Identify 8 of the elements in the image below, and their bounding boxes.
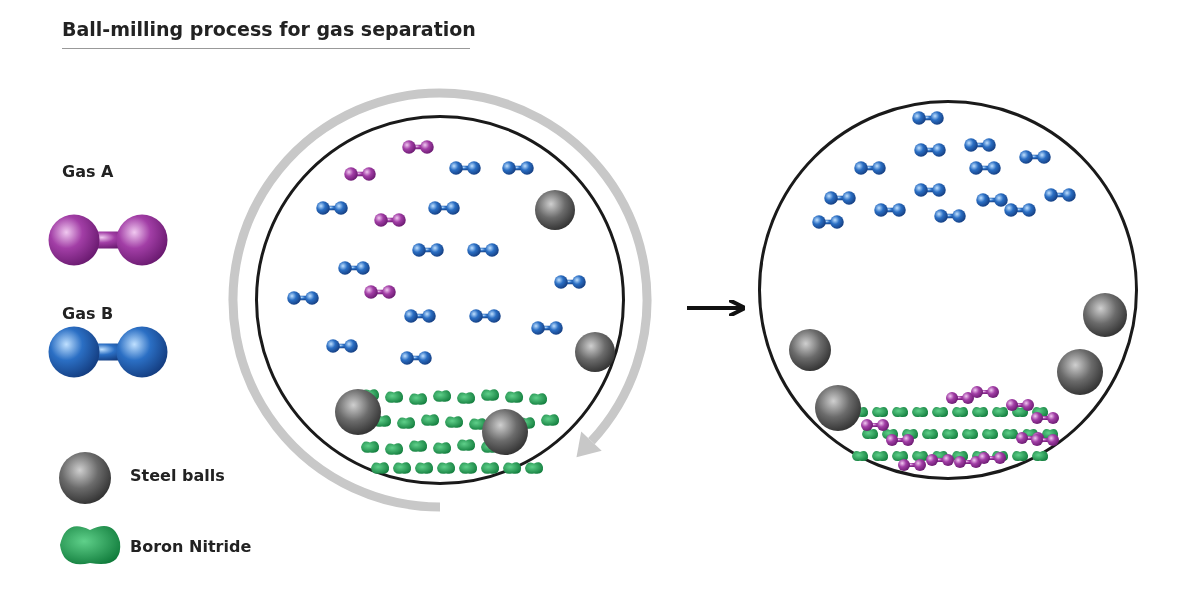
legend-label: Gas B [62,304,114,323]
mill-jar-circle [255,115,625,485]
arrow [687,298,748,318]
legend-label: Steel balls [130,466,225,485]
diagram-title: Ball-milling process for gas separation [62,18,476,40]
legend-label: Gas A [62,162,114,181]
mill-jar-circle [758,100,1138,480]
legend-label: Boron Nitride [130,537,252,556]
